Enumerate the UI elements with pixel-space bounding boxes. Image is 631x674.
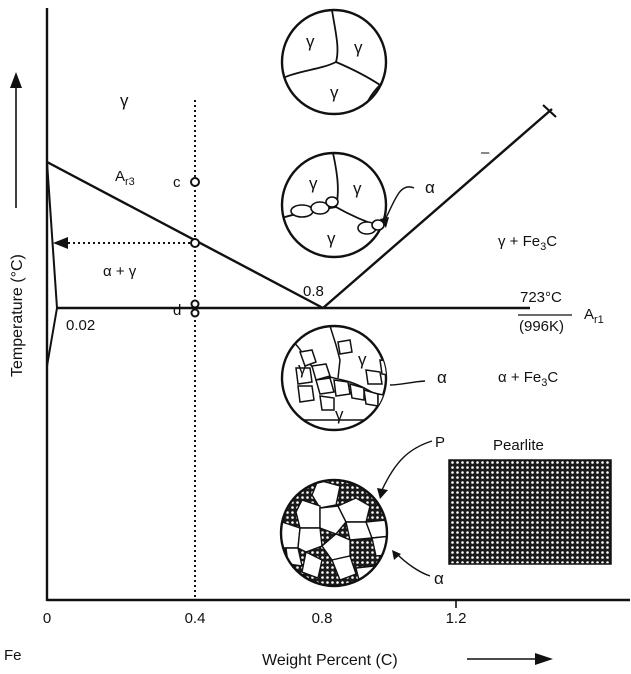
grain-gamma-label: γ <box>354 38 363 57</box>
acm-line-end-tick <box>542 104 557 118</box>
alpha-pointer-head <box>392 550 401 560</box>
alpha-label: α <box>425 178 435 197</box>
alpha-label: α <box>437 368 447 387</box>
pearlite-title: Pearlite <box>493 437 544 454</box>
grain-gamma-label: γ <box>335 405 344 424</box>
point-c <box>190 177 200 187</box>
grain-gamma-label: γ <box>353 179 362 198</box>
grain-gamma-label: γ <box>306 32 315 51</box>
point-c-label: c <box>173 174 181 191</box>
alpha-pointer <box>397 554 431 577</box>
pearlite-pointer <box>381 440 433 491</box>
micrograph-ferrite-pearlite: P α <box>279 434 445 588</box>
region-gamma-fe3c-label: γ + Fe3C <box>498 233 557 253</box>
eutectoid-composition-label: 0.8 <box>303 283 324 300</box>
x-tick-label: 1.2 <box>446 610 467 627</box>
eutectoid-temp-label: 723°C <box>520 289 562 306</box>
acm-minus-mark: – <box>481 144 490 161</box>
micrograph-ferrite-network: γ γ γ α <box>280 324 447 432</box>
x-tick-label: 0.8 <box>312 610 333 627</box>
y-axis-title: Temperature (°C) <box>9 254 26 377</box>
y-axis-arrow-head <box>10 72 22 88</box>
region-alpha-gamma-label: α + γ <box>103 263 137 280</box>
ar1-label: Ar1 <box>584 306 604 326</box>
alpha-label: α <box>434 569 444 588</box>
x-axis-title: Weight Percent (C) <box>262 652 398 669</box>
grain-gamma-label: γ <box>358 350 367 369</box>
alpha-pointer <box>384 186 415 221</box>
grain-gamma-label: γ <box>309 174 318 193</box>
point-d-lower <box>190 308 200 318</box>
alpha-solvus-lower <box>46 307 58 367</box>
x-axis-arrow-head <box>535 653 553 665</box>
temperature-readout-arrow-head <box>53 237 68 249</box>
grain-gamma-label: γ <box>327 229 336 248</box>
micrograph-austenite-ferrite: γ γ γ α <box>280 151 435 259</box>
ar3-label: Ar3 <box>115 168 135 188</box>
ar3-line <box>46 160 324 310</box>
x-tick-label: 0 <box>43 610 51 627</box>
point-d-upper <box>190 299 200 309</box>
eutectoid-kelvin-label: (996K) <box>519 318 564 335</box>
alpha-solvus-upper <box>46 161 58 309</box>
point-a3-intersection <box>190 238 200 248</box>
grain-gamma-label: γ <box>298 359 307 378</box>
pearlite-pointer-head <box>377 488 388 499</box>
x-tick-label: 0.4 <box>185 610 206 627</box>
origin-label: Fe <box>4 647 22 664</box>
region-alpha-fe3c-label: α + Fe3C <box>498 369 558 389</box>
grain-gamma-label: γ <box>330 83 339 102</box>
alpha-pointer-head <box>380 217 389 228</box>
region-gamma-label: γ <box>120 91 129 110</box>
acm-line <box>322 108 553 309</box>
point-d-label: d <box>173 302 181 319</box>
pearlite-swatch: Pearlite <box>448 437 612 565</box>
micrograph-austenite: γ γ γ <box>280 8 388 116</box>
alpha-pointer <box>389 380 426 386</box>
alpha-limit-label: 0.02 <box>66 317 95 334</box>
pearlite-p-label: P <box>435 434 445 451</box>
